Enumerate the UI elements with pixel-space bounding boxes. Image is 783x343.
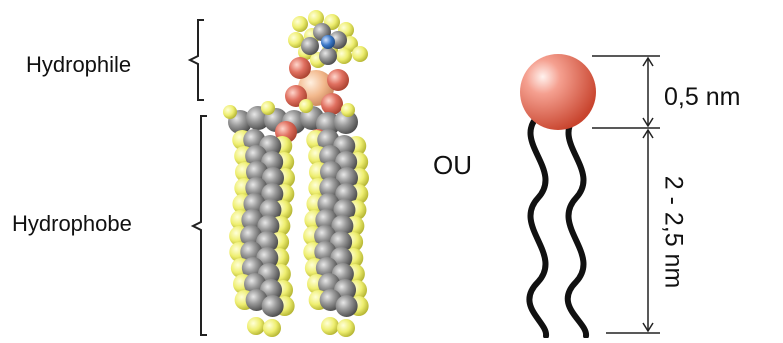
carbon-atom — [331, 215, 354, 237]
carbon-atom — [257, 215, 280, 237]
carbon-atom — [301, 37, 319, 55]
space-filling-model — [223, 10, 369, 337]
carbon-atom — [330, 231, 353, 253]
hydrophobe-label: Hydrophobe — [12, 211, 132, 236]
tail-arrow-top-icon — [642, 128, 654, 139]
hydrogen-atom — [308, 10, 324, 26]
carbon-atom — [334, 110, 358, 134]
hydrogen-atom — [352, 46, 368, 62]
hydrogen-atom — [261, 101, 275, 115]
carbon-atom — [319, 47, 337, 65]
schematic-tail-right — [564, 113, 589, 339]
hydrogen-atom — [247, 317, 265, 335]
hydrogen-atom — [288, 32, 304, 48]
carbon-atom — [333, 199, 356, 221]
oxygen-atom — [289, 57, 311, 79]
head-arrow-bottom-icon — [642, 117, 654, 128]
carbon-atom — [256, 231, 279, 253]
hydrophile-bracket — [187, 19, 204, 101]
hydrogen-atom — [223, 105, 237, 119]
hydrogen-atom — [321, 317, 339, 335]
tail-arrow-bottom-icon — [642, 322, 654, 333]
carbon-atom — [335, 295, 358, 317]
hydrogen-atom — [299, 99, 313, 113]
hydrogen-atom — [341, 103, 355, 117]
carbon-atom — [335, 183, 358, 205]
head-arrow-top-icon — [642, 56, 654, 67]
schematic-polar-head — [520, 54, 596, 130]
oxygen-atom — [327, 69, 349, 91]
or-label: OU — [433, 150, 472, 180]
nitrogen-atom — [321, 35, 335, 49]
tail-length-label: 2 - 2,5 nm — [659, 175, 688, 289]
oxygen-atom — [321, 93, 343, 115]
hydrogen-atom — [336, 48, 352, 64]
head-size-label: 0,5 nm — [664, 83, 741, 111]
hydrogen-atom — [263, 319, 281, 337]
dimension-markers — [592, 55, 660, 334]
hydrophile-label: Hydrophile — [26, 52, 132, 77]
hydrogen-atom — [337, 319, 355, 337]
carbon-atom — [261, 183, 284, 205]
carbon-atom — [335, 167, 358, 189]
schematic-phospholipid — [520, 54, 596, 339]
carbon-atom — [259, 199, 282, 221]
carbon-atom — [261, 167, 284, 189]
hydrophobe-bracket — [190, 115, 207, 336]
carbon-atom — [261, 295, 284, 317]
hydrogen-atom — [292, 16, 308, 32]
schematic-tail-left — [526, 113, 549, 339]
